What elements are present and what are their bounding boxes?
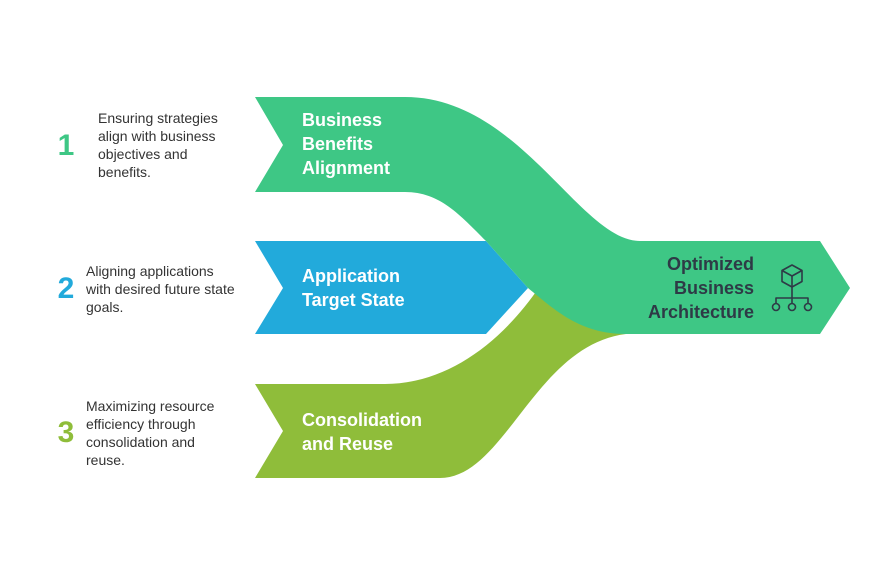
label-line: Business [302, 110, 383, 130]
step-description-1: Ensuring strategies align with business … [98, 110, 218, 180]
label-line: Target State [302, 290, 405, 310]
output-label-line: Architecture [647, 302, 754, 322]
band-consolidation [255, 286, 626, 478]
step-number-3: 3 [57, 416, 75, 449]
label-line: Application [302, 266, 400, 286]
output-label-line: Optimized [666, 254, 754, 274]
label-application-target: Application Target State [302, 264, 405, 312]
step-description-3: Maximizing resource efficiency through c… [86, 398, 215, 468]
step-description-2: Aligning applications with desired futur… [86, 263, 235, 315]
step-number-1: 1 [57, 129, 75, 162]
label-line: Consolidation [302, 410, 422, 430]
label-consolidation: Consolidation and Reuse [302, 408, 422, 456]
output-label-line: Business [673, 278, 754, 298]
step-number-2: 2 [57, 272, 75, 305]
label-line: and Reuse [302, 434, 394, 454]
output-label: Optimized Business Architecture [624, 252, 754, 324]
label-business-benefits: Business Benefits Alignment [302, 108, 390, 180]
band-application [255, 241, 528, 334]
band-business-benefits [255, 97, 850, 334]
hierarchy-icon [771, 264, 813, 312]
label-line: Alignment [302, 158, 390, 178]
label-line: Benefits [302, 134, 374, 154]
